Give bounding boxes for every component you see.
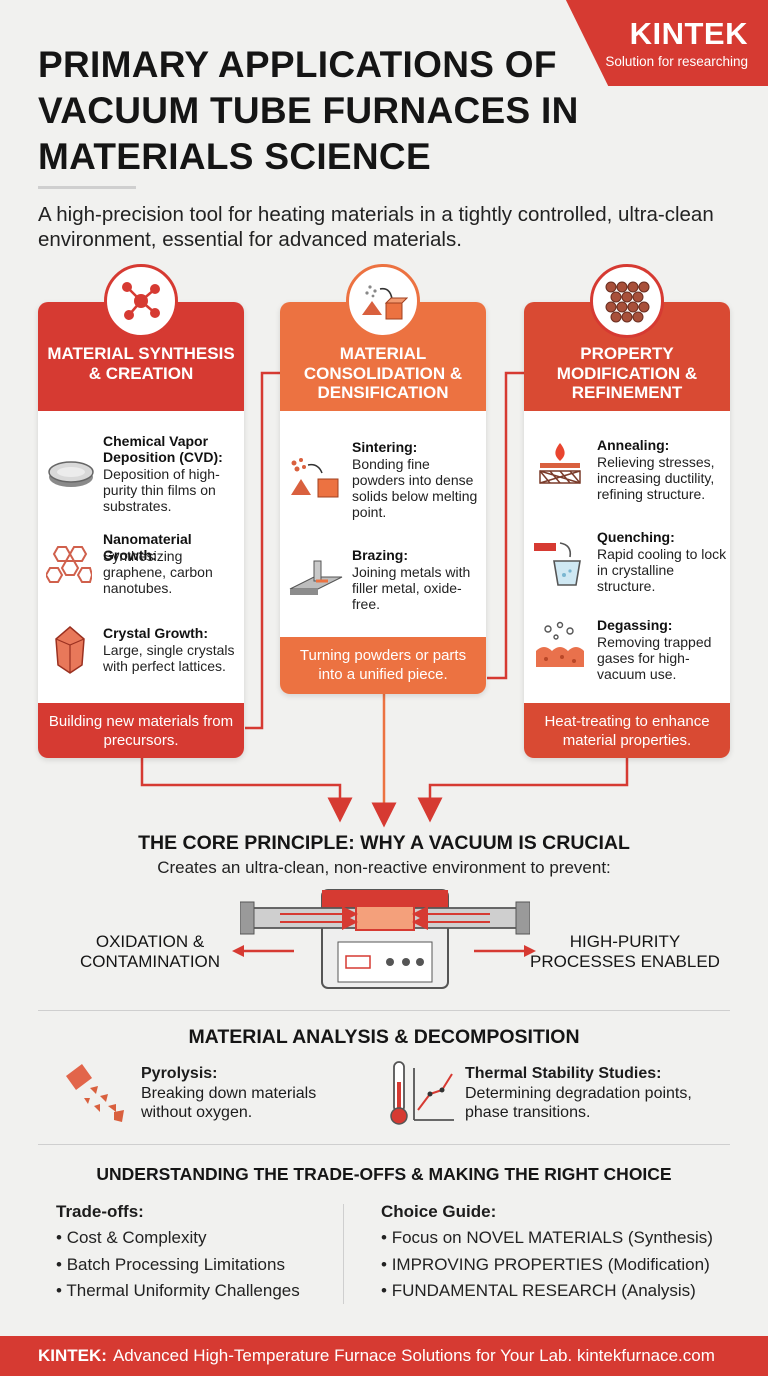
list-item: • Batch Processing Limitations xyxy=(56,1254,285,1274)
title-divider xyxy=(38,186,136,189)
brazing-icon xyxy=(289,560,343,595)
item-desc: Removing trapped gases for high-vacuum u… xyxy=(597,634,712,682)
flow-connectors xyxy=(140,371,629,828)
list-item: • Thermal Uniformity Challenges xyxy=(56,1281,300,1300)
item-title: Sintering: xyxy=(352,439,418,455)
brand-name: KINTEK xyxy=(629,16,748,51)
item-desc: Joining metals with filler metal, oxide-… xyxy=(352,564,471,612)
molecule-icon xyxy=(104,264,178,338)
card-footer: Turning powders or parts into a unified … xyxy=(280,637,486,694)
degassing-icon xyxy=(536,621,584,667)
analysis-heading: MATERIAL ANALYSIS & DECOMPOSITION xyxy=(188,1026,580,1048)
item-title: Degassing: xyxy=(597,617,673,633)
brand-tagline: Solution for researching xyxy=(605,54,748,69)
arrow-left-icon xyxy=(232,945,294,957)
item-desc: Synthesizing graphene, carbon nanotubes. xyxy=(103,548,213,596)
arrow-right-icon xyxy=(474,945,536,957)
list-item: • Cost & Complexity xyxy=(56,1228,207,1247)
list-item: • Focus on NOVEL MATERIALS (Synthesis) xyxy=(381,1228,713,1247)
list-item: • FUNDAMENTAL RESEARCH (Analysis) xyxy=(381,1281,696,1300)
tube-furnace-icon xyxy=(240,889,530,989)
item-desc: Rapid cooling to lock in crystalline str… xyxy=(597,546,727,594)
core-heading: THE CORE PRINCIPLE: WHY A VACUUM IS CRUC… xyxy=(138,832,630,854)
footer-brand: KINTEK: xyxy=(38,1346,107,1365)
item-title: Annealing: xyxy=(597,437,670,453)
column-divider xyxy=(343,1204,344,1304)
sintering-icon xyxy=(291,458,339,498)
crystal-icon xyxy=(55,626,85,674)
item-title: Chemical Vapor Deposition (CVD): xyxy=(103,433,223,465)
choice-guide-list: • Focus on NOVEL MATERIALS (Synthesis) •… xyxy=(381,1225,741,1305)
card-footer: Heat-treating to enhance material proper… xyxy=(524,703,730,758)
analysis-item-title: Pyrolysis: xyxy=(141,1065,218,1082)
section-divider xyxy=(38,1010,730,1011)
page-title: PRIMARY APPLICATIONS OF VACUUM TUBE FURN… xyxy=(38,44,579,177)
core-subtext: Creates an ultra-clean, non-reactive env… xyxy=(157,858,611,877)
choice-guide-title: Choice Guide: xyxy=(381,1202,497,1221)
list-item: • IMPROVING PROPERTIES (Modification) xyxy=(381,1254,710,1274)
quenching-icon xyxy=(534,542,581,586)
item-title: Nanomaterial Growth: xyxy=(103,531,192,563)
item-desc: Deposition of high-purity thin films on … xyxy=(103,466,220,514)
pyrolysis-icon xyxy=(66,1064,124,1122)
analysis-item-desc: Breaking down materials without oxygen. xyxy=(141,1085,317,1121)
wafer-icon xyxy=(48,461,94,487)
tradeoffs-title: Trade-offs: xyxy=(56,1202,144,1221)
tradeoffs-list: • Cost & Complexity • Batch Processing L… xyxy=(56,1225,336,1305)
core-right-label: HIGH-PURITY PROCESSES ENABLED xyxy=(530,932,720,971)
card-consolidation: MATERIAL CONSOLIDATION & DENSIFICATION S… xyxy=(280,302,486,694)
tradeoffs-heading: UNDERSTANDING THE TRADE-OFFS & MAKING TH… xyxy=(96,1164,672,1184)
core-left-label: OXIDATION & CONTAMINATION xyxy=(79,932,221,971)
footer-text: Advanced High-Temperature Furnace Soluti… xyxy=(112,1346,715,1365)
card-body: Sintering: Bonding fine powders into den… xyxy=(280,411,486,637)
graphene-icon xyxy=(46,546,92,583)
card-body: Chemical Vapor Deposition (CVD): Deposit… xyxy=(38,411,244,703)
card-synthesis: MATERIAL SYNTHESIS & CREATION Chemical V… xyxy=(38,302,244,758)
card-body: Annealing: Relieving stresses, increasin… xyxy=(524,411,730,703)
card-heading: MATERIAL CONSOLIDATION & DENSIFICATION xyxy=(280,302,486,411)
analysis-item-desc: Determining degradation points, phase tr… xyxy=(465,1085,692,1121)
item-title: Crystal Growth: xyxy=(103,625,209,641)
page-subtitle: A high-precision tool for heating materi… xyxy=(38,203,714,251)
powder-to-block-icon xyxy=(346,264,420,338)
card-modification: PROPERTY MODIFICATION & REFINEMENT Annea… xyxy=(524,302,730,758)
thermal-stability-icon xyxy=(390,1061,454,1125)
annealing-icon xyxy=(539,443,581,484)
item-desc: Large, single crystals with perfect latt… xyxy=(103,642,235,674)
lattice-icon xyxy=(590,264,664,338)
item-desc: Bonding fine powders into dense solids b… xyxy=(352,456,478,520)
card-footer: Building new materials from precursors. xyxy=(38,703,244,758)
analysis-item-title: Thermal Stability Studies: xyxy=(465,1065,662,1082)
footer-banner: KINTEK: Advanced High-Temperature Furnac… xyxy=(0,1336,768,1376)
item-title: Quenching: xyxy=(597,529,675,545)
item-title: Brazing: xyxy=(352,547,408,563)
section-divider xyxy=(38,1144,730,1145)
item-desc: Relieving stresses, increasing ductility… xyxy=(597,454,715,502)
